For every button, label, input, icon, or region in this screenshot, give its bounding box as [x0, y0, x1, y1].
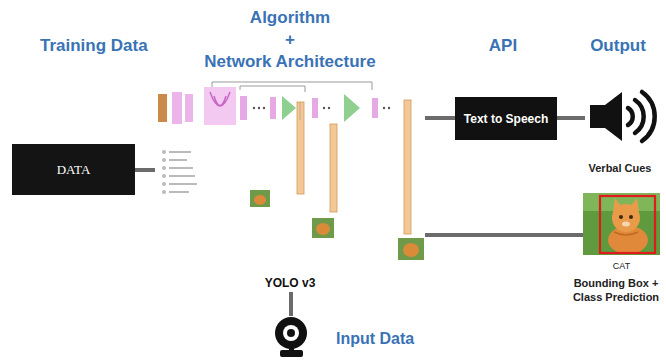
bounding-box — [600, 196, 655, 253]
conv-layer — [312, 98, 318, 118]
webcam-icon — [275, 317, 307, 357]
column-heading: API — [383, 36, 623, 56]
column-heading: Output — [498, 36, 666, 56]
column-heading: + — [170, 30, 410, 50]
conv-layer — [270, 97, 276, 119]
column-heading: Algorithm — [170, 8, 410, 28]
upsample-layer — [344, 94, 360, 122]
node-text: Input Data — [336, 330, 414, 348]
scale-thumbnail — [312, 218, 334, 238]
dots — [263, 107, 265, 109]
dots — [388, 107, 390, 109]
webcam-input: Input Data — [270, 316, 312, 358]
node-text: YOLO v3 — [155, 276, 425, 290]
upsample-layer — [282, 96, 296, 120]
detection-layer — [330, 124, 337, 212]
cat-photo — [583, 193, 660, 255]
node-text: Verbal Cues — [575, 162, 665, 174]
conv-layer — [372, 98, 378, 118]
node-text: Bounding Box + Class Prediction — [569, 277, 663, 305]
node-text: CAT — [583, 261, 660, 271]
cat-output: CATBounding Box + Class Prediction — [583, 193, 660, 255]
connector-line — [289, 292, 293, 316]
dots — [323, 107, 325, 109]
node-text: Text to Speech — [464, 112, 548, 126]
api-box: Text to Speech — [455, 97, 557, 140]
input-thumbnail — [158, 94, 167, 122]
node-text: DATA — [57, 162, 91, 178]
scale-thumbnail — [398, 238, 424, 260]
residual-block — [210, 92, 230, 106]
detection-layer — [297, 102, 304, 194]
mini-legend — [162, 150, 197, 194]
conv-layer — [240, 96, 247, 120]
data-box: DATA — [12, 144, 135, 195]
speaker-icon — [590, 92, 655, 141]
detection-layer — [404, 100, 411, 234]
speaker-output: Verbal Cues — [585, 86, 655, 148]
conv-layer — [185, 94, 193, 122]
dots — [258, 107, 260, 109]
connector-line — [135, 168, 155, 172]
network-illustration — [158, 82, 424, 260]
connector-line — [557, 116, 585, 120]
connector-line — [425, 116, 455, 120]
column-heading: Training Data — [40, 36, 148, 56]
conv-layer — [172, 92, 182, 124]
scale-thumbnail — [250, 190, 270, 207]
dots — [328, 107, 330, 109]
column-heading: Network Architecture — [170, 52, 410, 72]
connector-line — [425, 233, 583, 237]
highlight-block — [204, 87, 236, 125]
skip-connection — [240, 86, 305, 92]
connector-thin — [300, 102, 301, 120]
dots — [383, 107, 385, 109]
dots — [253, 107, 255, 109]
network-block: YOLO v3 — [155, 82, 425, 292]
